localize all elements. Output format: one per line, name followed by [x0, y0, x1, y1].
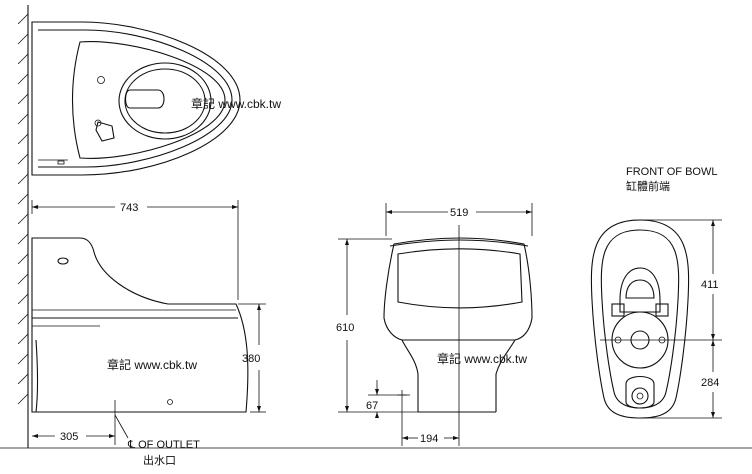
wall	[17, 5, 29, 448]
watermark-side: 章記 www.cbk.tw	[107, 357, 197, 372]
dim-outlet-height: 380	[242, 353, 260, 365]
bottom-view	[590, 219, 722, 419]
side-view	[31, 200, 266, 445]
dim-center-to-back: 284	[701, 377, 719, 389]
dim-length: 743	[120, 202, 138, 214]
dim-outlet-from-wall: 305	[60, 431, 78, 443]
label-outlet-zh: 出水口	[143, 453, 176, 467]
label-front-zh: 缸體前端	[626, 179, 670, 193]
label-front-en: FRONT OF BOWL	[626, 166, 717, 178]
watermark-top: 章記 www.cbk.tw	[191, 96, 281, 111]
dim-outlet-lateral: 194	[420, 433, 438, 445]
front-view	[338, 203, 533, 446]
watermark-front: 章記 www.cbk.tw	[437, 351, 527, 366]
dim-height: 610	[336, 322, 354, 334]
dim-width: 519	[450, 207, 468, 219]
outlet-center-mark	[397, 390, 407, 400]
label-outlet-en: ℄ OF OUTLET	[127, 439, 200, 451]
dim-front-to-center: 411	[701, 279, 719, 291]
dim-outlet-offset: 67	[366, 400, 378, 412]
top-view	[31, 21, 241, 176]
